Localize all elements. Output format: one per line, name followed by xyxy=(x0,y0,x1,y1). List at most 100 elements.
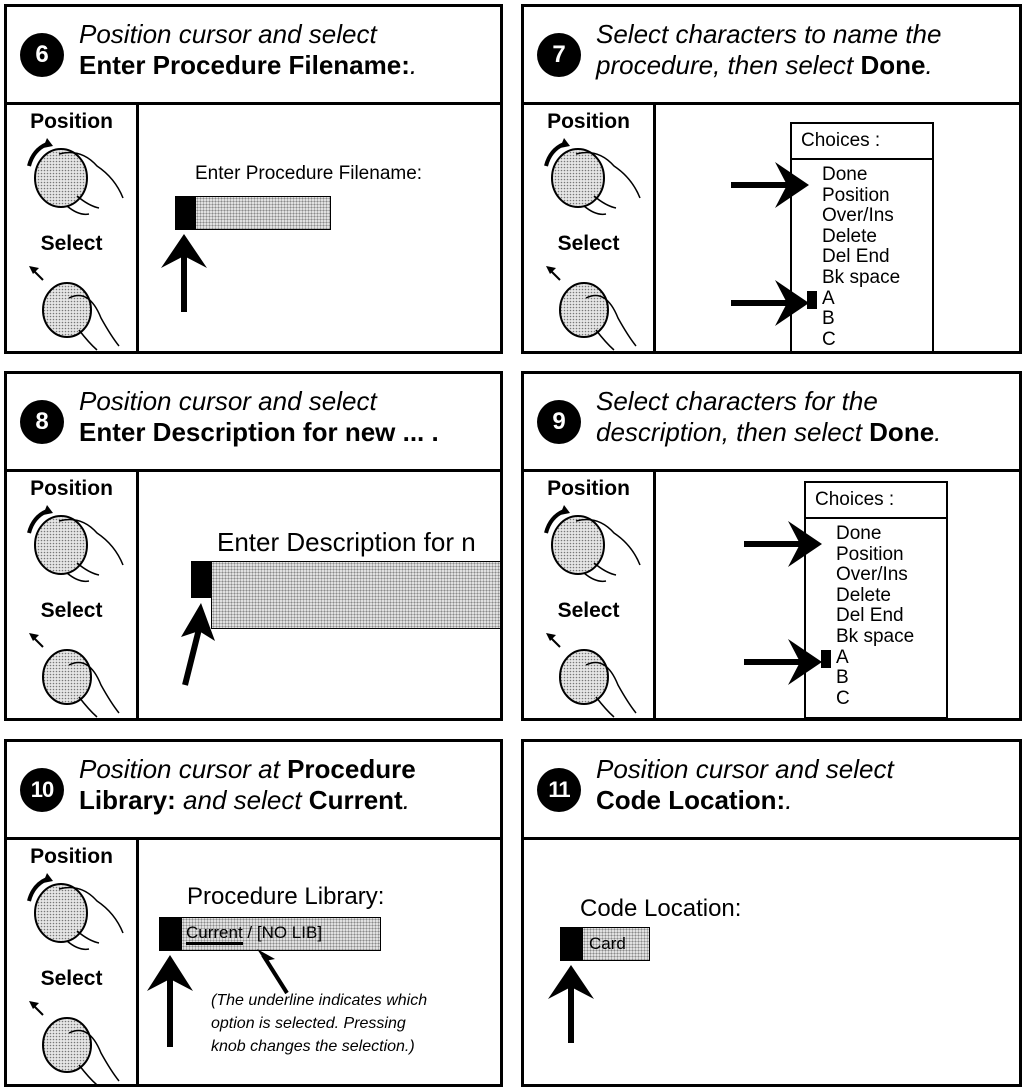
knob-sidebar: Position Select xyxy=(7,102,139,351)
menu-item-done[interactable]: Done xyxy=(836,523,882,544)
step-number: 6 xyxy=(20,33,64,77)
position-label: Position xyxy=(547,477,630,500)
step-instruction: Position cursor and select Enter Procedu… xyxy=(79,19,418,80)
step-7-header: 7 Select characters to name the procedur… xyxy=(524,7,1019,105)
up-arrow-icon xyxy=(147,955,193,1047)
step-number: 8 xyxy=(20,400,64,444)
code-location-value: Card xyxy=(589,934,626,953)
position-knob-icon xyxy=(544,505,641,583)
step-instruction: Select characters to name the procedure,… xyxy=(596,19,942,80)
step-6-panel: 6 Position cursor and select Enter Proce… xyxy=(4,4,503,354)
position-knob-icon xyxy=(27,138,124,216)
field-label: Enter Description for n xyxy=(217,527,476,557)
select-knob-icon xyxy=(29,1001,120,1086)
choices-menu: Choices : Done Position Over/Ins Delete … xyxy=(790,122,934,351)
choices-menu: Choices : Done Position Over/Ins Delete … xyxy=(804,481,948,718)
step-10-panel: 10 Position cursor at Procedure Library:… xyxy=(4,739,503,1087)
position-label: Position xyxy=(30,845,113,868)
text-cursor xyxy=(191,561,211,598)
menu-item-del-end[interactable]: Del End xyxy=(822,246,890,268)
field-label: Enter Procedure Filename: xyxy=(195,163,423,184)
menu-item-delete[interactable]: Delete xyxy=(822,225,877,247)
text-cursor xyxy=(159,917,181,951)
step-instruction: Position cursor and select Enter Descrip… xyxy=(79,386,439,447)
step-6-display: Enter Procedure Filename: xyxy=(139,102,500,351)
description-input[interactable] xyxy=(211,561,500,629)
step-7-display: Choices : Done Position Over/Ins Delete … xyxy=(656,102,1019,351)
menu-item-del-end[interactable]: Del End xyxy=(836,605,904,627)
position-label: Position xyxy=(547,110,630,133)
position-label: Position xyxy=(30,477,113,500)
right-arrow-icon xyxy=(731,162,809,208)
step-8-display: Enter Description for n xyxy=(139,469,500,718)
up-arrow-icon xyxy=(181,603,215,686)
right-arrow-icon xyxy=(731,280,809,326)
menu-cursor xyxy=(807,291,817,309)
step-10-display: Procedure Library: Current / [NO LIB] (T… xyxy=(139,837,500,1084)
knob-sidebar: Position Select xyxy=(524,102,656,351)
step-number: 10 xyxy=(20,768,64,812)
field-label: Code Location: xyxy=(580,895,742,922)
select-knob-icon xyxy=(546,633,637,718)
up-arrow-icon xyxy=(161,234,207,312)
select-label: Select xyxy=(557,232,620,255)
menu-item-a[interactable]: A xyxy=(822,287,835,309)
knob-sidebar: Position Select xyxy=(524,469,656,718)
step-9-header: 9 Select characters for the description,… xyxy=(524,374,1019,472)
menu-item-position[interactable]: Position xyxy=(822,184,890,206)
right-arrow-icon xyxy=(744,521,822,567)
knob-sidebar: Position Select xyxy=(7,469,139,718)
text-cursor xyxy=(560,927,582,961)
step-11-display: Code Location: Card xyxy=(524,837,1019,1084)
step-6-header: 6 Position cursor and select Enter Proce… xyxy=(7,7,500,105)
choices-title: Choices : xyxy=(806,483,946,519)
step-instruction: Position cursor at Procedure Library: an… xyxy=(79,754,416,815)
step-instruction: Select characters for the description, t… xyxy=(596,386,942,447)
step-8-header: 8 Position cursor and select Enter Descr… xyxy=(7,374,500,472)
step-number: 11 xyxy=(537,768,581,812)
step-instruction: Position cursor and select Code Location… xyxy=(596,754,894,815)
menu-item-c[interactable]: C xyxy=(822,328,836,350)
step-11-panel: 11 Position cursor and select Code Locat… xyxy=(521,739,1022,1087)
position-label: Position xyxy=(30,110,113,133)
menu-item-b[interactable]: B xyxy=(822,308,835,330)
menu-item-delete[interactable]: Delete xyxy=(836,584,891,606)
field-label: Procedure Library: xyxy=(187,883,385,910)
menu-item-position[interactable]: Position xyxy=(836,543,904,565)
right-arrow-icon xyxy=(744,639,822,685)
position-knob-icon xyxy=(27,873,124,951)
choices-list: Done Position Over/Ins Delete Del End Bk… xyxy=(836,523,915,709)
menu-item-bk-space[interactable]: Bk space xyxy=(836,625,915,647)
select-label: Select xyxy=(40,599,103,622)
option-current[interactable]: Current xyxy=(186,923,243,945)
menu-item-b[interactable]: B xyxy=(836,667,849,689)
step-9-display: Choices : Done Position Over/Ins Delete … xyxy=(656,469,1019,718)
selection-note: (The underline indicates which option is… xyxy=(211,992,428,1055)
menu-item-done[interactable]: Done xyxy=(822,164,868,185)
select-label: Select xyxy=(40,232,103,255)
library-selector[interactable]: Current / [NO LIB] xyxy=(181,917,381,951)
menu-item-over-ins[interactable]: Over/Ins xyxy=(836,564,908,586)
select-knob-icon xyxy=(546,266,637,351)
step-11-header: 11 Position cursor and select Code Locat… xyxy=(524,742,1019,840)
knob-sidebar: Position Select xyxy=(7,837,139,1086)
menu-cursor xyxy=(821,650,831,668)
menu-item-c[interactable]: C xyxy=(836,687,850,709)
option-no-lib[interactable]: / [NO LIB] xyxy=(242,923,323,942)
pointer-arrow-icon xyxy=(257,949,289,995)
menu-item-a[interactable]: A xyxy=(836,646,849,668)
step-number: 9 xyxy=(537,400,581,444)
step-8-panel: 8 Position cursor and select Enter Descr… xyxy=(4,371,503,721)
step-10-header: 10 Position cursor at Procedure Library:… xyxy=(7,742,500,840)
select-knob-icon xyxy=(29,266,120,351)
position-knob-icon xyxy=(544,138,641,216)
position-knob-icon xyxy=(27,505,124,583)
select-label: Select xyxy=(557,599,620,622)
code-location-selector[interactable]: Card xyxy=(582,927,650,961)
filename-input[interactable] xyxy=(195,196,331,230)
step-7-panel: 7 Select characters to name the procedur… xyxy=(521,4,1022,354)
menu-item-over-ins[interactable]: Over/Ins xyxy=(822,205,894,227)
menu-item-bk-space[interactable]: Bk space xyxy=(822,266,901,288)
step-number: 7 xyxy=(537,33,581,77)
select-label: Select xyxy=(40,967,103,990)
